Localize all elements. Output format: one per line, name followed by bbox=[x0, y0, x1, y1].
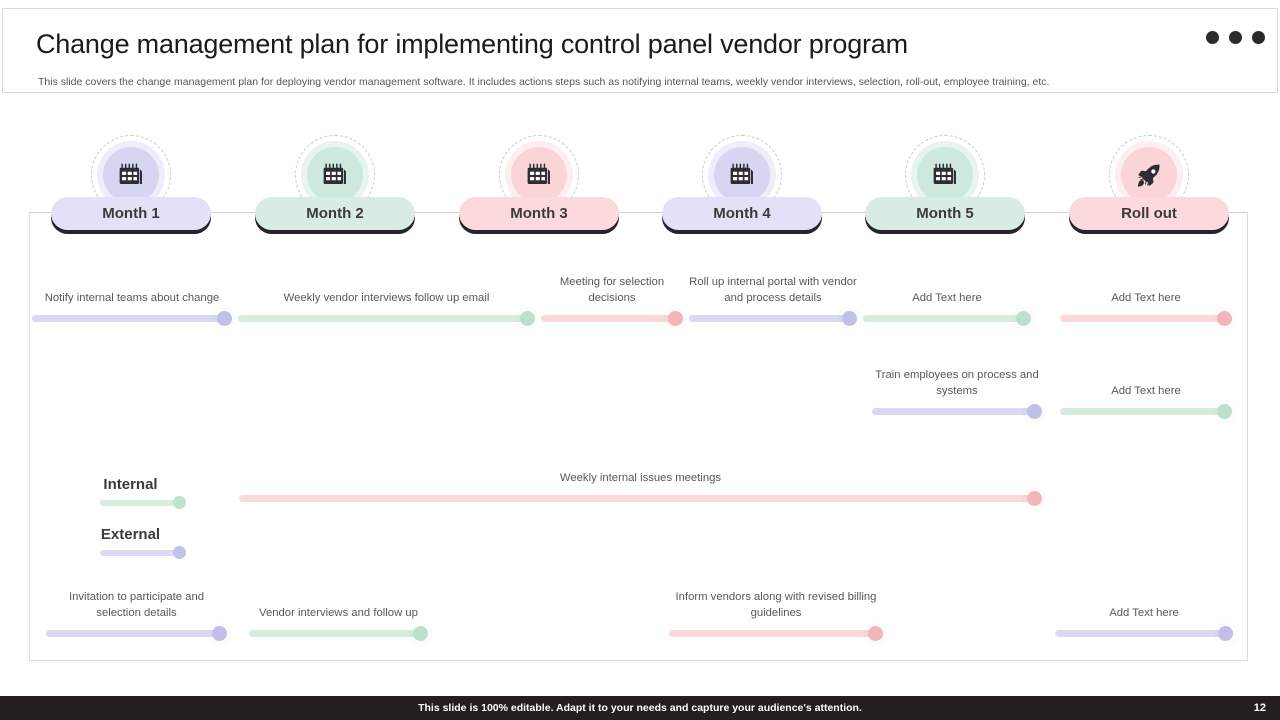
timeline-task[interactable]: Train employees on process and systems bbox=[872, 365, 1042, 419]
slide-header: Change management plan for implementing … bbox=[2, 8, 1278, 93]
task-progress-knob[interactable] bbox=[413, 626, 428, 641]
calendar-icon bbox=[714, 147, 770, 203]
task-progress-knob[interactable] bbox=[520, 311, 535, 326]
legend-label: External bbox=[100, 526, 161, 543]
timeline-task[interactable]: Vendor interviews and follow up bbox=[249, 587, 428, 641]
timeline-task[interactable]: Weekly internal issues meetings bbox=[239, 452, 1042, 506]
legend-swatch-bar bbox=[100, 550, 180, 556]
page-title: Change management plan for implementing … bbox=[36, 29, 908, 59]
task-label: Weekly vendor interviews follow up email bbox=[283, 292, 490, 304]
timeline-task[interactable]: Add Text here bbox=[1060, 365, 1232, 419]
task-progress-bar[interactable] bbox=[239, 495, 1032, 502]
task-progress-knob[interactable] bbox=[668, 311, 683, 326]
task-progress-knob[interactable] bbox=[1218, 626, 1233, 641]
task-progress-knob[interactable] bbox=[1027, 404, 1042, 419]
task-progress-knob[interactable] bbox=[1016, 311, 1031, 326]
timeline-task[interactable]: Roll up internal portal with vendor and … bbox=[689, 272, 857, 326]
timeline-task[interactable]: Add Text here bbox=[1055, 587, 1233, 641]
timeline-task[interactable]: Add Text here bbox=[1060, 272, 1232, 326]
task-progress-bar[interactable] bbox=[689, 315, 847, 322]
task-progress-bar[interactable] bbox=[32, 315, 222, 322]
task-progress-bar[interactable] bbox=[1060, 315, 1222, 322]
slide-footer: This slide is 100% editable. Adapt it to… bbox=[0, 696, 1280, 720]
window-dots bbox=[1206, 31, 1265, 44]
calendar-icon bbox=[307, 147, 363, 203]
node-pill-label[interactable]: Roll out bbox=[1069, 197, 1229, 230]
task-progress-bar[interactable] bbox=[1060, 408, 1222, 415]
task-label: Vendor interviews and follow up bbox=[259, 607, 418, 619]
task-progress-knob[interactable] bbox=[868, 626, 883, 641]
node-label: Roll out bbox=[1121, 205, 1177, 222]
task-progress-bar[interactable] bbox=[249, 630, 418, 637]
legend-item-internal: Internal bbox=[78, 476, 186, 516]
legend-swatch-bar bbox=[100, 500, 180, 506]
node-pill-label[interactable]: Month 2 bbox=[255, 197, 415, 230]
task-label: Add Text here bbox=[1109, 607, 1179, 619]
timeline-task[interactable]: Meeting for selection decisions bbox=[541, 272, 683, 326]
task-label: Inform vendors along with revised billin… bbox=[675, 591, 877, 619]
footer-note: This slide is 100% editable. Adapt it to… bbox=[418, 702, 862, 714]
calendar-icon bbox=[511, 147, 567, 203]
node-label: Month 5 bbox=[916, 205, 974, 222]
rocket-icon bbox=[1121, 147, 1177, 203]
node-label: Month 1 bbox=[102, 205, 160, 222]
task-progress-bar[interactable] bbox=[541, 315, 673, 322]
task-label: Weekly internal issues meetings bbox=[559, 472, 722, 484]
timeline-task[interactable]: Invitation to participate and selection … bbox=[46, 587, 227, 641]
task-progress-bar[interactable] bbox=[238, 315, 525, 322]
task-label: Add Text here bbox=[912, 292, 982, 304]
node-pill-label[interactable]: Month 3 bbox=[459, 197, 619, 230]
task-label: Add Text here bbox=[1111, 292, 1181, 304]
timeline-frame bbox=[29, 212, 1248, 661]
task-label: Meeting for selection decisions bbox=[559, 276, 665, 304]
legend-item-external: External bbox=[78, 526, 186, 566]
node-label: Month 4 bbox=[713, 205, 771, 222]
timeline-task[interactable]: Add Text here bbox=[863, 272, 1031, 326]
node-pill-label[interactable]: Month 4 bbox=[662, 197, 822, 230]
node-label: Month 2 bbox=[306, 205, 364, 222]
task-label: Train employees on process and systems bbox=[875, 369, 1039, 397]
task-progress-knob[interactable] bbox=[1217, 404, 1232, 419]
timeline-connector-line bbox=[29, 212, 1248, 213]
legend-swatch-knob bbox=[173, 546, 186, 559]
window-dot-icon bbox=[1252, 31, 1265, 44]
task-label: Roll up internal portal with vendor and … bbox=[689, 276, 857, 304]
task-label: Add Text here bbox=[1111, 385, 1181, 397]
calendar-icon bbox=[917, 147, 973, 203]
timeline-task[interactable]: Weekly vendor interviews follow up email bbox=[238, 272, 535, 326]
legend-swatch-knob bbox=[173, 496, 186, 509]
task-progress-knob[interactable] bbox=[1027, 491, 1042, 506]
legend-label: Internal bbox=[103, 476, 158, 493]
node-pill-label[interactable]: Month 5 bbox=[865, 197, 1025, 230]
task-progress-knob[interactable] bbox=[217, 311, 232, 326]
task-progress-bar[interactable] bbox=[669, 630, 873, 637]
task-progress-knob[interactable] bbox=[212, 626, 227, 641]
window-dot-icon bbox=[1229, 31, 1242, 44]
node-label: Month 3 bbox=[510, 205, 568, 222]
window-dot-icon bbox=[1206, 31, 1219, 44]
timeline-task[interactable]: Notify internal teams about change bbox=[32, 272, 232, 326]
task-progress-bar[interactable] bbox=[863, 315, 1021, 322]
node-pill-label[interactable]: Month 1 bbox=[51, 197, 211, 230]
task-progress-bar[interactable] bbox=[1055, 630, 1223, 637]
task-label: Notify internal teams about change bbox=[44, 292, 220, 304]
timeline-task[interactable]: Inform vendors along with revised billin… bbox=[669, 587, 883, 641]
calendar-icon bbox=[103, 147, 159, 203]
page-subtitle: This slide covers the change management … bbox=[38, 76, 1050, 88]
task-progress-knob[interactable] bbox=[842, 311, 857, 326]
task-progress-bar[interactable] bbox=[872, 408, 1032, 415]
page-number: 12 bbox=[1253, 702, 1266, 714]
task-progress-knob[interactable] bbox=[1217, 311, 1232, 326]
task-progress-bar[interactable] bbox=[46, 630, 217, 637]
task-label: Invitation to participate and selection … bbox=[68, 591, 205, 619]
